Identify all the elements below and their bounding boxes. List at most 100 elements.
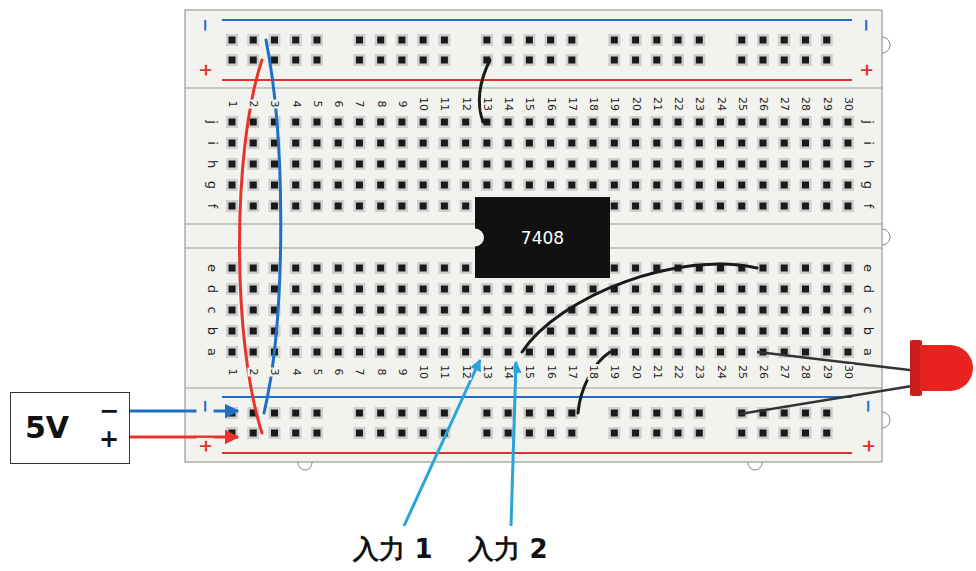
hole	[566, 427, 578, 439]
hole	[311, 179, 323, 191]
hole-socket	[802, 410, 809, 417]
hole-pad	[842, 116, 854, 128]
hole-pad	[799, 179, 811, 191]
hole-pad	[778, 179, 790, 191]
hole-pad	[545, 116, 557, 128]
row-letter: g	[862, 180, 875, 190]
hole-pad	[523, 54, 535, 66]
hole-socket	[611, 161, 618, 168]
hole	[778, 427, 790, 439]
hole-socket	[526, 307, 533, 314]
hole-pad	[693, 427, 705, 439]
hole	[545, 346, 557, 358]
hole-pad	[311, 116, 323, 128]
hole	[438, 200, 450, 212]
hole	[672, 137, 684, 149]
hole-socket	[271, 265, 278, 272]
hole-pad	[757, 34, 769, 46]
hole-socket	[229, 430, 236, 437]
hole	[247, 200, 259, 212]
hole-socket	[271, 161, 278, 168]
hole	[693, 116, 705, 128]
column-number: 19	[609, 96, 620, 112]
hole	[608, 325, 620, 337]
hole-pad	[311, 262, 323, 274]
hole	[736, 137, 748, 149]
hole-socket	[441, 37, 448, 44]
hole	[799, 179, 811, 191]
hole-socket	[420, 349, 427, 356]
hole	[375, 116, 387, 128]
hole-pad	[268, 200, 280, 212]
hole-socket	[441, 265, 448, 272]
hole	[290, 158, 302, 170]
hole	[651, 325, 663, 337]
column-number: 7	[354, 100, 365, 109]
hole-socket	[823, 182, 830, 189]
hole-pad	[438, 116, 450, 128]
hole-socket	[844, 307, 851, 314]
hole-socket	[398, 307, 405, 314]
hole-socket	[377, 37, 384, 44]
hole-pad	[460, 116, 472, 128]
hole-pad	[502, 346, 514, 358]
hole-socket	[611, 182, 618, 189]
hole-pad	[545, 137, 557, 149]
hole-pad	[375, 407, 387, 419]
hole	[247, 283, 259, 295]
hole	[247, 262, 259, 274]
hole	[778, 407, 790, 419]
hole-pad	[608, 34, 620, 46]
hole	[460, 200, 472, 212]
hole-pad	[651, 283, 663, 295]
hole-socket	[420, 265, 427, 272]
hole-pad	[736, 179, 748, 191]
hole	[438, 325, 450, 337]
hole-pad	[778, 304, 790, 316]
hole	[842, 158, 854, 170]
hole-socket	[823, 161, 830, 168]
hole-pad	[438, 304, 450, 316]
hole	[778, 34, 790, 46]
hole	[566, 325, 578, 337]
hole-pad	[651, 179, 663, 191]
hole-pad	[290, 262, 302, 274]
hole-socket	[526, 182, 533, 189]
hole-pad	[693, 200, 705, 212]
hole-pad	[353, 200, 365, 212]
hole	[438, 346, 450, 358]
hole-socket	[738, 349, 745, 356]
hole	[290, 179, 302, 191]
hole	[502, 407, 514, 419]
rail-polarity: +	[860, 438, 877, 454]
hole	[672, 54, 684, 66]
hole-socket	[781, 140, 788, 147]
hole-pad	[460, 325, 472, 337]
hole-socket	[781, 203, 788, 210]
hole-pad	[375, 304, 387, 316]
hole-pad	[353, 262, 365, 274]
hole	[566, 34, 578, 46]
hole-pad	[693, 346, 705, 358]
hole-pad	[736, 158, 748, 170]
hole	[651, 346, 663, 358]
hole	[587, 346, 599, 358]
hole-pad	[523, 179, 535, 191]
hole-pad	[332, 116, 344, 128]
hole-pad	[651, 34, 663, 46]
hole-pad	[715, 346, 727, 358]
hole-socket	[844, 161, 851, 168]
hole-pad	[417, 137, 429, 149]
hole	[523, 283, 535, 295]
hole	[630, 54, 642, 66]
hole-socket	[568, 430, 575, 437]
hole-pad	[651, 427, 663, 439]
hole-socket	[844, 182, 851, 189]
row-letter: d	[206, 284, 219, 294]
hole-socket	[250, 286, 257, 293]
hole-socket	[611, 328, 618, 335]
hole-pad	[417, 179, 429, 191]
hole-socket	[568, 349, 575, 356]
hole-pad	[566, 407, 578, 419]
supply-arrow-negative	[130, 410, 238, 413]
